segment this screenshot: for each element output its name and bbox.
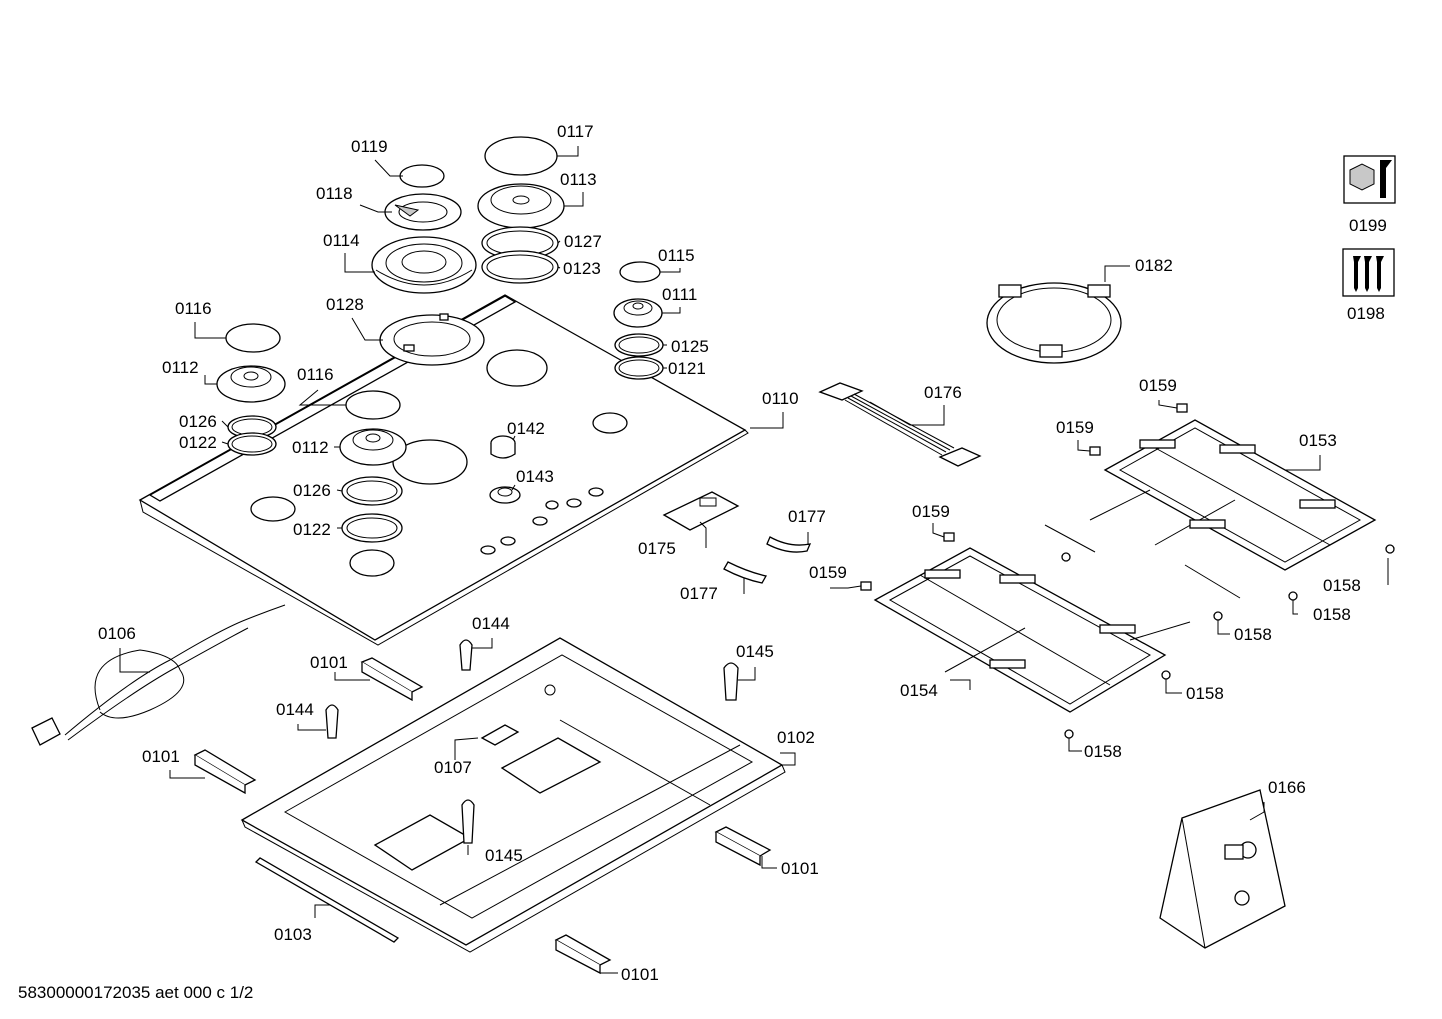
electronics <box>662 382 982 584</box>
seal-strip <box>254 857 400 943</box>
label-0115: 0115 <box>658 246 695 265</box>
label-0101-d: 0101 <box>621 965 659 984</box>
label-0158-b: 0158 <box>1313 605 1351 624</box>
label-0119: 0119 <box>351 137 388 156</box>
label-0182: 0182 <box>1135 256 1173 275</box>
label-0111: 0111 <box>662 285 697 304</box>
label-0153: 0153 <box>1299 431 1337 450</box>
label-0198: 0198 <box>1347 304 1385 323</box>
label-0118: 0118 <box>316 184 353 203</box>
label-0159-b: 0159 <box>1056 418 1094 437</box>
pan-support-right <box>1089 419 1377 599</box>
label-0125: 0125 <box>671 337 709 356</box>
screws-icon <box>1342 248 1395 297</box>
label-0143: 0143 <box>516 467 554 486</box>
label-0176: 0176 <box>924 383 962 402</box>
label-0177-right: 0177 <box>788 507 826 526</box>
label-0110: 0110 <box>762 389 799 408</box>
label-0122-centre: 0122 <box>293 520 331 539</box>
pan-support-left <box>873 524 1191 713</box>
label-0158-d: 0158 <box>1186 684 1224 703</box>
label-0103: 0103 <box>274 925 312 944</box>
part-labels: 0119 0118 0114 0128 0117 0113 0127 0123 … <box>98 122 1387 984</box>
label-0126-centre: 0126 <box>293 481 331 500</box>
label-0113: 0113 <box>560 170 597 189</box>
label-0101-a: 0101 <box>310 653 348 672</box>
label-0199: 0199 <box>1349 216 1387 235</box>
leader-lines <box>119 146 1389 974</box>
document-footer: 58300000172035 aet 000 c 1/2 <box>18 983 253 1002</box>
label-0128: 0128 <box>326 295 364 314</box>
label-0102: 0102 <box>777 728 815 747</box>
label-0158-c: 0158 <box>1234 625 1272 644</box>
label-0123: 0123 <box>563 259 601 278</box>
label-0177-left: 0177 <box>680 584 718 603</box>
label-0154: 0154 <box>900 681 938 700</box>
gas-connector-bag <box>1159 789 1286 949</box>
label-0112-centre: 0112 <box>292 438 329 457</box>
label-0101-b: 0101 <box>142 747 180 766</box>
label-0166: 0166 <box>1268 778 1306 797</box>
label-0101-c: 0101 <box>781 859 819 878</box>
label-0159-a: 0159 <box>1139 376 1177 395</box>
label-0127: 0127 <box>564 232 602 251</box>
label-0114: 0114 <box>323 231 360 250</box>
label-0107: 0107 <box>434 758 472 777</box>
label-0159-c: 0159 <box>912 502 950 521</box>
label-0116-centre: 0116 <box>297 365 334 384</box>
label-0122-left: 0122 <box>179 433 217 452</box>
nut-wrench-icon <box>1343 155 1396 204</box>
wok-ring <box>986 282 1122 364</box>
power-cable <box>31 604 286 746</box>
label-0106: 0106 <box>98 624 136 643</box>
label-0112-left: 0112 <box>162 358 199 377</box>
label-0145-b: 0145 <box>485 846 523 865</box>
label-0144-b: 0144 <box>276 700 314 719</box>
label-0117: 0117 <box>557 122 594 141</box>
label-0144-a: 0144 <box>472 614 510 633</box>
label-0158-e: 0158 <box>1084 742 1122 761</box>
label-0142: 0142 <box>507 419 545 438</box>
label-0158-a: 0158 <box>1323 576 1361 595</box>
label-0116-left: 0116 <box>175 299 212 318</box>
label-0159-d: 0159 <box>809 563 847 582</box>
label-0121: 0121 <box>668 359 706 378</box>
label-0145-a: 0145 <box>736 642 774 661</box>
label-0175: 0175 <box>638 539 676 558</box>
spring-clips <box>325 639 739 844</box>
mounting-brackets <box>193 657 772 975</box>
label-0126-left: 0126 <box>179 412 217 431</box>
